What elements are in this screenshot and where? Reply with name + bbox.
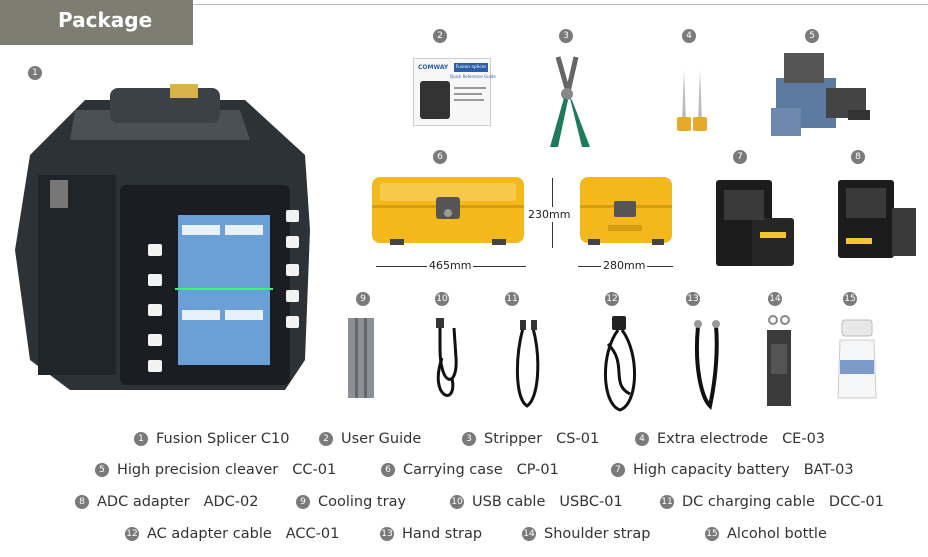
- carrying-case-front-image: [372, 177, 524, 245]
- legend-code: CC-01: [292, 462, 337, 478]
- section-title: Package: [58, 8, 153, 32]
- legend-name: Hand strap: [402, 526, 483, 542]
- item-badge-12: 12: [605, 292, 619, 306]
- legend-item: 12 AC adapter cable ACC-01: [125, 526, 339, 542]
- legend-item: 4 Extra electrode CE-03: [635, 431, 825, 447]
- legend-name: Cooling tray: [318, 494, 407, 510]
- item-badge-9: 9: [356, 292, 370, 306]
- legend-badge: 13: [380, 527, 394, 541]
- legend-row-2: 5 High precision cleaver CC-01 6 Carrying c…: [0, 462, 928, 482]
- legend-row-1: 1 Fusion Splicer C10 2 User Guide 3 Strippe…: [0, 431, 928, 451]
- legend-code: CS-01: [556, 431, 600, 447]
- battery-image: [716, 180, 794, 266]
- legend-name: Carrying case: [403, 462, 503, 478]
- legend-item: 14 Shoulder strap: [522, 526, 650, 542]
- item-badge-5: 5: [805, 29, 819, 43]
- legend-name: Alcohol bottle: [727, 526, 827, 542]
- stripper-image: [550, 56, 590, 147]
- legend-item: 3 Stripper CS-01: [462, 431, 599, 447]
- electrode-image: [677, 70, 707, 131]
- item-badge-13: 13: [686, 292, 700, 306]
- legend-code: ADC-02: [203, 494, 259, 510]
- legend-name: Fusion Splicer C10: [156, 431, 290, 447]
- booklet-subtitle: Quick Reference Guide: [450, 74, 496, 79]
- item-badge-10: 10: [435, 292, 449, 306]
- legend-badge: 4: [635, 432, 649, 446]
- legend-badge: 9: [296, 495, 310, 509]
- legend-item: 10 USB cable USBC-01: [450, 494, 623, 510]
- legend-badge: 5: [95, 463, 109, 477]
- cooling-tray-image: [348, 318, 374, 398]
- legend-badge: 1: [134, 432, 148, 446]
- item-badge-14: 14: [768, 292, 782, 306]
- legend-name: Extra electrode: [657, 431, 769, 447]
- legend-name: USB cable: [472, 494, 546, 510]
- legend-badge: 12: [125, 527, 139, 541]
- item-badge-15: 15: [843, 292, 857, 306]
- legend-item: 15 Alcohol bottle: [705, 526, 827, 542]
- item-badge-1: 1: [28, 66, 42, 80]
- hand-strap-image: [694, 320, 720, 410]
- legend-row-3: 8 ADC adapter ADC-02 9 Cooling tray 10 USB c…: [0, 494, 928, 514]
- fusion-splicer-image: [15, 84, 310, 390]
- case-depth-label: 280mm: [601, 259, 648, 272]
- legend-badge: 15: [705, 527, 719, 541]
- legend-name: ADC adapter: [97, 494, 190, 510]
- legend-name: DC charging cable: [682, 494, 815, 510]
- legend-badge: 7: [611, 463, 625, 477]
- item-badge-7: 7: [733, 150, 747, 164]
- booklet-badge: Fusion splicer: [454, 63, 488, 72]
- item-badge-6: 6: [433, 150, 447, 164]
- carrying-case-side-image: [580, 177, 672, 245]
- legend-item: 6 Carrying case CP-01: [381, 462, 559, 478]
- legend-name: Shoulder strap: [544, 526, 651, 542]
- item-badge-8: 8: [851, 150, 865, 164]
- header-rule: [193, 4, 928, 5]
- alcohol-bottle-image: [837, 319, 877, 399]
- legend-badge: 8: [75, 495, 89, 509]
- legend-name: Stripper: [484, 431, 543, 447]
- legend-item: 1 Fusion Splicer C10: [134, 431, 290, 447]
- legend-item: 5 High precision cleaver CC-01: [95, 462, 336, 478]
- item-badge-3: 3: [559, 29, 573, 43]
- legend-code: BAT-03: [803, 462, 854, 478]
- item-badge-4: 4: [682, 29, 696, 43]
- legend-badge: 2: [319, 432, 333, 446]
- item-badge-2: 2: [433, 29, 447, 43]
- user-guide-image: COMWAY Fusion splicer Quick Reference Gu…: [413, 58, 496, 126]
- usb-cable-image: [436, 318, 458, 397]
- booklet-brand: COMWAY: [418, 64, 449, 71]
- legend-item: 9 Cooling tray: [296, 494, 406, 510]
- legend-name: High capacity battery: [633, 462, 790, 478]
- legend-badge: 11: [660, 495, 674, 509]
- legend-item: 13 Hand strap: [380, 526, 482, 542]
- legend-item: 2 User Guide: [319, 431, 421, 447]
- legend-item: 7 High capacity battery BAT-03: [611, 462, 854, 478]
- legend-name: High precision cleaver: [117, 462, 279, 478]
- case-height-label: 230mm: [528, 207, 571, 222]
- legend-code: ACC-01: [285, 526, 340, 542]
- cleaver-image: [771, 53, 870, 136]
- legend-badge: 3: [462, 432, 476, 446]
- legend-item: 8 ADC adapter ADC-02: [75, 494, 258, 510]
- shoulder-strap-image: [767, 315, 791, 406]
- ac-cable-image: [604, 316, 636, 412]
- legend-badge: 10: [450, 495, 464, 509]
- legend-code: CE-03: [782, 431, 826, 447]
- item-badge-11: 11: [505, 292, 519, 306]
- legend-code: DCC-01: [828, 494, 885, 510]
- legend-badge: 14: [522, 527, 536, 541]
- legend-code: CP-01: [516, 462, 559, 478]
- legend-name: AC adapter cable: [147, 526, 272, 542]
- legend-name: User Guide: [341, 431, 422, 447]
- adc-adapter-image: [838, 180, 916, 258]
- case-width-label: 465mm: [427, 259, 474, 272]
- legend-code: USBC-01: [559, 494, 623, 510]
- legend-item: 11 DC charging cable DCC-01: [660, 494, 884, 510]
- legend-badge: 6: [381, 463, 395, 477]
- section-header: Package: [0, 0, 193, 45]
- dc-cable-image: [515, 320, 540, 408]
- legend-row-4: 12 AC adapter cable ACC-01 13 Hand strap 14…: [0, 526, 928, 546]
